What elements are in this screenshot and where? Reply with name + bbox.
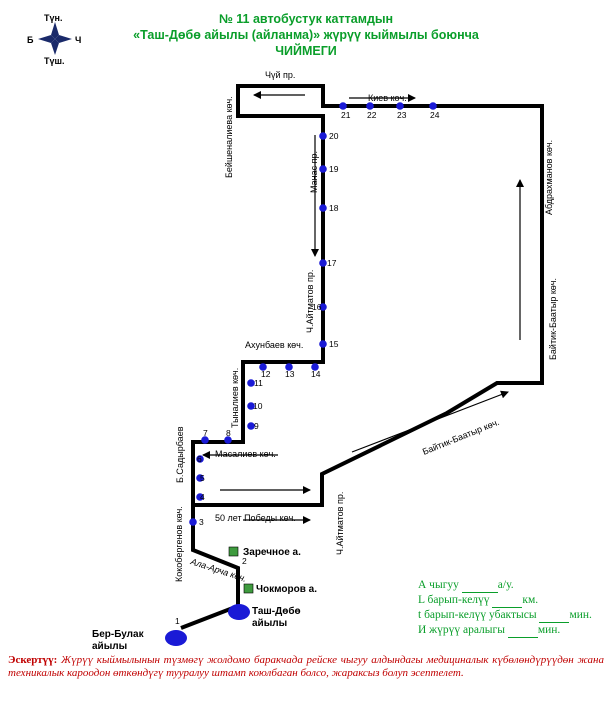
- street-manas: Манас пр.: [309, 151, 319, 193]
- place-zarechnoe: Заречное а.: [243, 547, 301, 558]
- bus-stop-16-label: 16: [312, 302, 322, 312]
- place-chokmorov: Чокморов а.: [256, 584, 317, 595]
- bus-stop-13-icon: [285, 363, 293, 371]
- street-baitik-vertical: Байтик-Баатыр көч.: [548, 278, 558, 360]
- bus-stop-20-icon: [319, 132, 327, 140]
- bus-stop-16-icon: [319, 303, 327, 311]
- direction-arrows: [202, 91, 524, 524]
- street-baitik-diagonal: Байтик-Баатыр көч.: [421, 417, 501, 457]
- bus-stop-22-label: 22: [367, 110, 377, 120]
- legend-i-label: И жүрүү аралыгы: [418, 624, 505, 636]
- compass-icon: Түн. Түш. Б Ч: [27, 13, 81, 66]
- ber-bulak-terminal-icon: [165, 630, 187, 646]
- legend-t-unit: мин.: [569, 609, 592, 621]
- compass-west: Б: [27, 35, 34, 45]
- bus-stop-14-icon: [311, 363, 319, 371]
- bus-stop-24-label: 24: [430, 110, 440, 120]
- bus-stop-11-label: 11: [254, 378, 263, 388]
- street-pobedy: 50 лет Победы көч.: [215, 513, 296, 523]
- bus-stop-4-label: 4: [200, 492, 205, 502]
- street-kokobergenov: Кокобергенов көч.: [174, 506, 184, 582]
- compass-south: Түш.: [44, 56, 65, 66]
- chokmorov-marker: [243, 583, 254, 594]
- bus-stop-15-icon: [319, 340, 327, 348]
- bus-stop-15-label: 15: [329, 339, 339, 349]
- bus-stop-11-icon: [247, 379, 255, 387]
- compass-east: Ч: [75, 35, 81, 45]
- bus-stop-18-icon: [319, 204, 327, 212]
- legend-t-label: t барып-келүү убактысы: [418, 609, 537, 621]
- note-label: Эскертүү:: [8, 654, 58, 666]
- bus-stop-17-label: 17: [327, 258, 337, 268]
- bus-stop-1-label: 1: [175, 616, 180, 626]
- bus-stop-3-icon: [189, 518, 197, 526]
- compass-north: Түн.: [44, 13, 62, 23]
- note-text: Жүрүү кыймылынын түзмөгү жолдомо баракча…: [8, 654, 604, 679]
- bus-stop-6-icon: [196, 455, 204, 463]
- bus-stop-23-icon: [396, 102, 404, 110]
- legend-a-label: А чыгуу: [418, 579, 459, 591]
- bus-stop-10-label: 10: [253, 401, 263, 411]
- bus-stop-5-icon: [196, 474, 204, 482]
- street-abdrakhmanov: Абдрахманов көч.: [544, 140, 554, 215]
- tash-dobo-terminal-icon: [228, 604, 250, 620]
- bus-stop-18-label: 18: [329, 203, 339, 213]
- bus-stop-7-icon: [201, 436, 209, 444]
- legend-l-unit: км.: [522, 594, 539, 606]
- bus-stop-20-label: 20: [329, 131, 339, 141]
- bus-stop-12-label: 12: [261, 369, 271, 379]
- street-tynaliev: Тыналиев көч.: [230, 368, 240, 428]
- bus-stop-2-label: 2: [242, 556, 247, 566]
- bus-stop-17-icon: [319, 259, 327, 267]
- bus-stop-23-label: 23: [397, 110, 407, 120]
- route-line: [180, 84, 544, 630]
- warning-note: Эскертүү: Жүрүү кыймылынын түзмөгү жолдо…: [8, 654, 604, 680]
- bus-stop-5-label: 5: [200, 473, 205, 483]
- scheme-title-line3: ЧИЙМЕГИ: [275, 44, 337, 58]
- bus-stop-9-label: 9: [254, 421, 259, 431]
- bus-stop-12-icon: [259, 363, 267, 371]
- bus-stop-19-label: 19: [329, 164, 339, 174]
- legend-a-unit: а/у.: [497, 579, 514, 591]
- street-aitmatov-lower: Ч.Айтматов пр.: [335, 492, 345, 555]
- bus-stop-4-icon: [196, 493, 204, 501]
- bus-stop-19-icon: [319, 165, 327, 173]
- zarechnoe-marker: [228, 546, 239, 557]
- bus-stop-24-icon: [429, 102, 437, 110]
- bus-stop-10-icon: [247, 402, 255, 410]
- legend-l-label: L барып-келүү: [418, 594, 490, 606]
- bus-stop-21-label: 21: [341, 110, 351, 120]
- bus-stop-8-icon: [224, 436, 232, 444]
- legend-i-unit: мин.: [537, 624, 561, 636]
- bus-stop-7-label: 7: [203, 428, 208, 438]
- street-chui: Чүй пр.: [265, 70, 295, 80]
- route-legend: А чыгуу а/у. L барып-келүү км. t барып-к…: [418, 578, 592, 638]
- street-masaliev: Масалиев көч.: [215, 449, 276, 459]
- bus-stop-3-label: 3: [199, 517, 204, 527]
- scheme-title-line2: «Таш-Дөбө айылы (айланма)» жүрүү кыймылы…: [133, 28, 479, 42]
- street-kiev: Киев көч.: [368, 93, 407, 103]
- street-beishenalieva: Бейшеналиева көч.: [224, 96, 234, 178]
- street-aitmatov-upper: Ч.Айтматов пр.: [305, 270, 315, 333]
- bus-stop-8-label: 8: [226, 428, 231, 438]
- bus-stop-22-icon: [366, 102, 374, 110]
- bus-stop-6-label: 6: [197, 454, 202, 464]
- street-sadyrbaev: Б.Садырбаев: [175, 426, 185, 483]
- bus-stop-14-label: 14: [311, 369, 321, 379]
- bus-stop-9-icon: [247, 422, 255, 430]
- bus-stop-13-label: 13: [285, 369, 295, 379]
- street-akhunbaev: Ахунбаев көч.: [245, 340, 303, 350]
- scheme-title-line1: № 11 автобустук каттамдын: [218, 12, 394, 26]
- bus-stop-21-icon: [339, 102, 347, 110]
